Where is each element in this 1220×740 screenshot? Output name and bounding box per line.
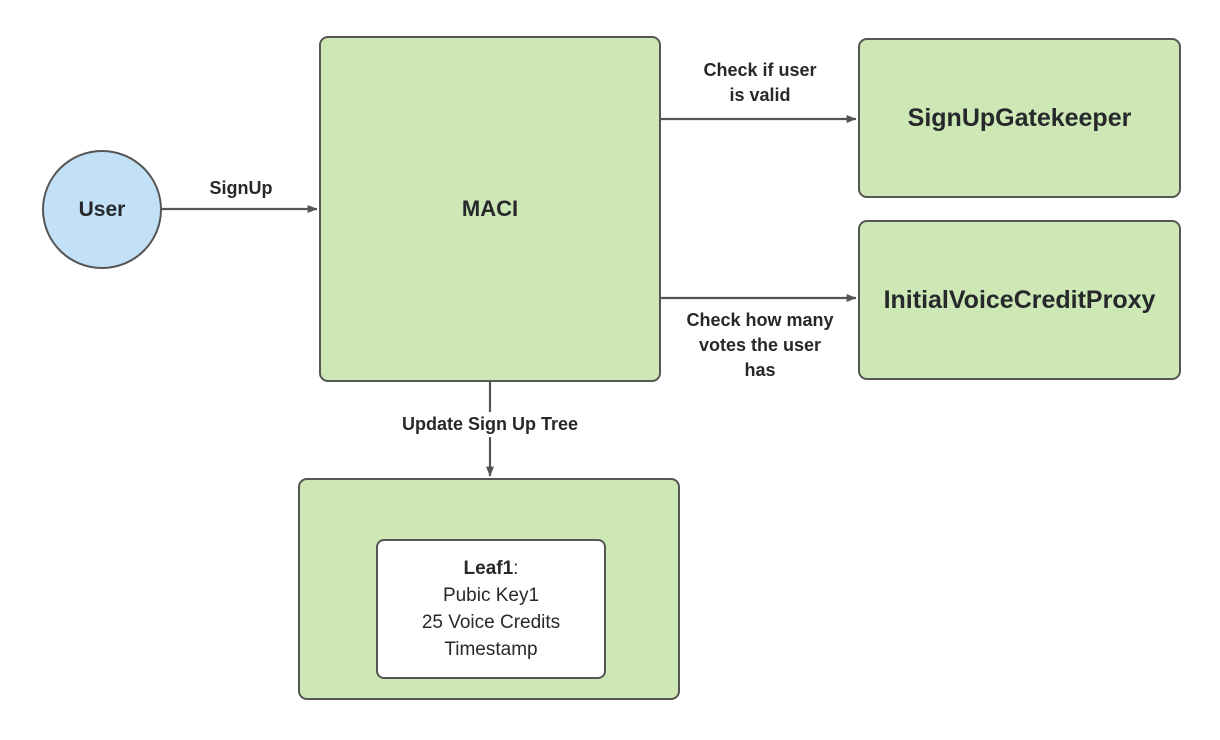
edge-label-check-if-user-is-valid: Check if user is valid (672, 58, 848, 108)
node-initial-voice-credit-proxy[interactable]: InitialVoiceCreditProxy (858, 220, 1181, 380)
leaf-head-suffix: : (513, 558, 519, 579)
edge-label-check-how-many-votes: Check how many votes the user has (666, 308, 854, 383)
edge-label-signup: SignUp (186, 176, 296, 201)
node-signup-gatekeeper-label: SignUpGatekeeper (907, 103, 1132, 132)
leaf-line-public-key: Pubic Key1 (442, 585, 540, 606)
node-user-label: User (78, 197, 126, 221)
node-maci-label: MACI (461, 196, 519, 221)
leaf-line-voice-credits: 25 Voice Credits (421, 612, 561, 633)
node-maci[interactable]: MACI (319, 36, 661, 382)
node-sign-up-merkle-tree[interactable]: Sign Up Merkle Tree Leaf1: Pubic Key1 25… (298, 478, 680, 700)
leaf-line-timestamp: Timestamp (444, 639, 538, 660)
node-initial-voice-credit-proxy-label: InitialVoiceCreditProxy (883, 285, 1156, 314)
leaf-head-label: Leaf1 (463, 558, 514, 579)
edge-label-update-sign-up-tree: Update Sign Up Tree (366, 412, 614, 437)
leaf-box[interactable]: Leaf1: Pubic Key1 25 Voice Credits Times… (376, 539, 606, 679)
node-user[interactable]: User (42, 150, 162, 269)
leaf-head: Leaf1: (464, 555, 519, 582)
node-signup-gatekeeper[interactable]: SignUpGatekeeper (858, 38, 1181, 198)
